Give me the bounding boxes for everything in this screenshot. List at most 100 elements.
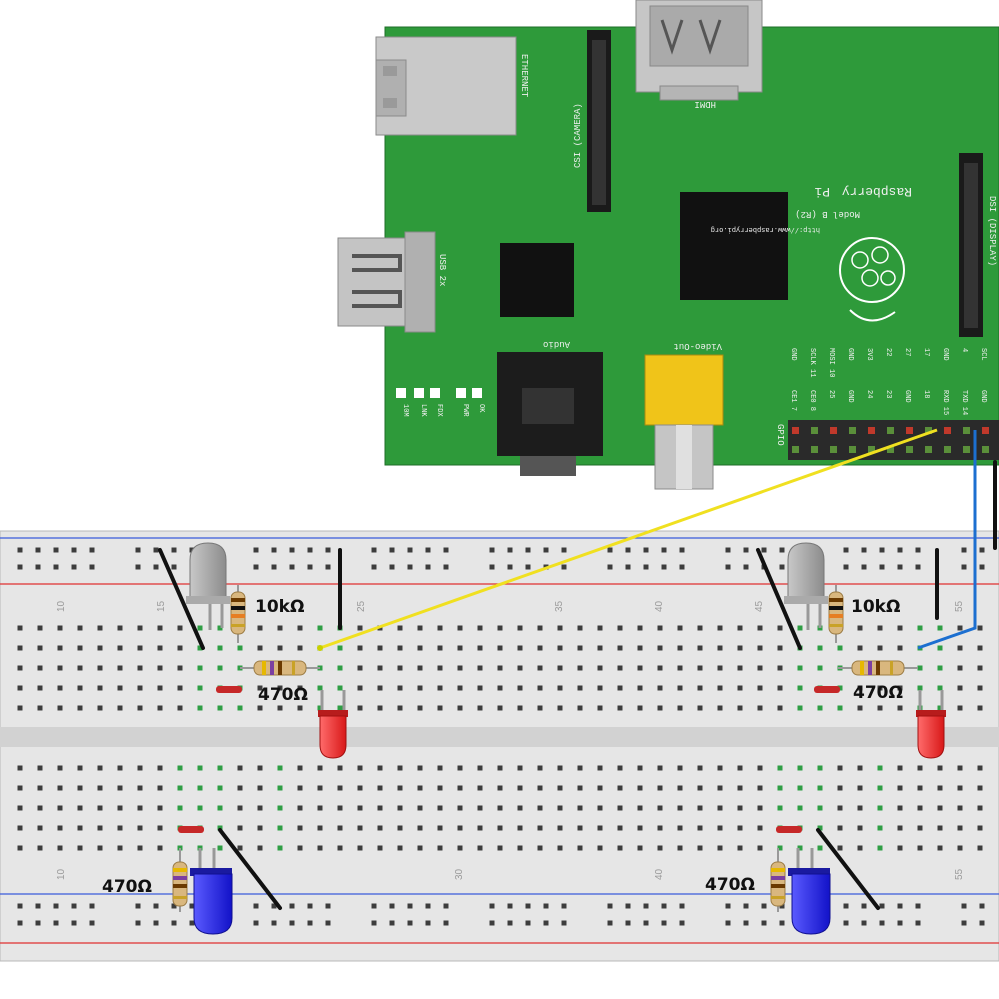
small-red-jumper <box>216 686 242 693</box>
breadboard-hole <box>861 920 867 926</box>
breadboard-hole <box>557 845 563 851</box>
gpio-bottom-label: CE1 7 <box>789 390 797 411</box>
breadboard-hole <box>625 547 631 553</box>
breadboard-hole <box>507 903 513 909</box>
breadboard-hole <box>597 685 603 691</box>
breadboard-hole <box>37 825 43 831</box>
breadboard-hole <box>177 645 183 651</box>
breadboard-hole <box>657 705 663 711</box>
breadboard-hole <box>157 685 163 691</box>
breadboard-hole <box>197 785 203 791</box>
breadboard-hole <box>737 665 743 671</box>
breadboard-hole <box>253 903 259 909</box>
breadboard-hole <box>757 765 763 771</box>
breadboard-hole <box>257 625 263 631</box>
breadboard-hole <box>337 645 343 651</box>
breadboard-hole <box>77 845 83 851</box>
gray-led-right <box>784 542 828 630</box>
gpio-top-label: GND <box>789 348 797 361</box>
breadboard-hole <box>837 645 843 651</box>
breadboard-hole <box>717 705 723 711</box>
breadboard-hole <box>543 903 549 909</box>
led-fdx-label: FDX <box>435 404 443 417</box>
breadboard-hole <box>897 903 903 909</box>
breadboard-hole <box>277 645 283 651</box>
breadboard-hole <box>377 825 383 831</box>
breadboard-hole <box>457 845 463 851</box>
breadboard-hole <box>117 765 123 771</box>
breadboard-hole <box>617 785 623 791</box>
small-red-jumper <box>814 686 840 693</box>
breadboard-hole <box>761 547 767 553</box>
breadboard-hole <box>577 625 583 631</box>
gpio-pin <box>982 427 989 434</box>
breadboard-hole <box>137 805 143 811</box>
gpio-pin <box>963 446 970 453</box>
breadboard-hole <box>37 665 43 671</box>
breadboard-hole <box>457 785 463 791</box>
led-pwr-label: PWR <box>461 404 469 417</box>
breadboard-hole <box>57 665 63 671</box>
breadboard-hole <box>837 765 843 771</box>
breadboard-hole <box>153 903 159 909</box>
breadboard-hole <box>437 705 443 711</box>
breadboard-hole <box>517 765 523 771</box>
breadboard-hole <box>607 920 613 926</box>
breadboard-hole <box>317 845 323 851</box>
breadboard-hole <box>317 625 323 631</box>
breadboard-hole <box>877 845 883 851</box>
breadboard-hole <box>277 625 283 631</box>
breadboard-hole <box>77 645 83 651</box>
breadboard-hole <box>35 920 41 926</box>
led-ok-label: OK <box>477 404 485 413</box>
breadboard-hole <box>897 564 903 570</box>
ethernet-label: ETHERNET <box>519 54 529 98</box>
raspberry-logo-icon <box>839 237 905 322</box>
breadboard-hole <box>489 547 495 553</box>
breadboard-hole <box>717 825 723 831</box>
jumper-wire <box>756 548 802 650</box>
breadboard-hole <box>157 805 163 811</box>
col-num-25: 25 <box>356 600 367 612</box>
breadboard-hole <box>307 920 313 926</box>
breadboard-hole <box>543 920 549 926</box>
breadboard-hole <box>17 625 23 631</box>
breadboard-hole <box>337 685 343 691</box>
breadboard-hole <box>743 903 749 909</box>
gpio-pin <box>792 446 799 453</box>
breadboard-hole <box>679 903 685 909</box>
breadboard-hole <box>497 805 503 811</box>
breadboard-hole <box>53 547 59 553</box>
breadboard-hole <box>135 920 141 926</box>
breadboard-hole <box>797 665 803 671</box>
gpio-pin <box>906 427 913 434</box>
breadboard-hole <box>377 645 383 651</box>
breadboard-hole <box>657 625 663 631</box>
breadboard-hole <box>57 805 63 811</box>
breadboard-hole <box>117 845 123 851</box>
breadboard-hole <box>357 645 363 651</box>
breadboard-hole <box>89 564 95 570</box>
breadboard-hole <box>797 785 803 791</box>
gpio-pin <box>849 446 856 453</box>
breadboard-hole <box>17 825 23 831</box>
breadboard-hole <box>637 845 643 851</box>
breadboard-hole <box>777 665 783 671</box>
breadboard-hole <box>217 705 223 711</box>
breadboard-hole <box>397 805 403 811</box>
dsi-label: DSI (DISPLAY) <box>987 196 997 266</box>
breadboard-hole <box>417 645 423 651</box>
breadboard-hole <box>977 645 983 651</box>
breadboard-hole <box>625 564 631 570</box>
breadboard-hole <box>457 805 463 811</box>
center-channel <box>0 727 999 747</box>
breadboard-hole <box>637 625 643 631</box>
breadboard-hole <box>397 705 403 711</box>
breadboard-hole <box>77 705 83 711</box>
breadboard-hole <box>57 645 63 651</box>
breadboard-hole <box>17 805 23 811</box>
breadboard-hole <box>457 705 463 711</box>
breadboard-hole <box>77 625 83 631</box>
breadboard-hole <box>497 765 503 771</box>
csi-connector: CSI (CAMERA) <box>573 30 611 212</box>
